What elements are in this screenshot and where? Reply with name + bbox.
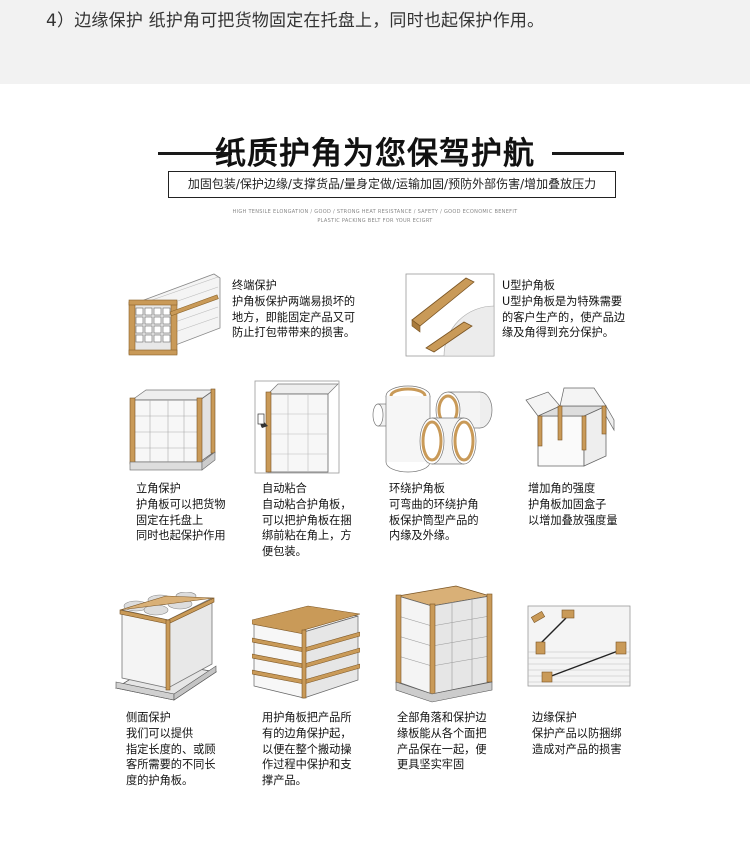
item-title: 环绕护角板 xyxy=(389,482,445,495)
item-title: U型护角板 xyxy=(502,279,555,292)
item-line: 缘板能从各个面把 xyxy=(397,726,487,740)
paper-rolls-icon xyxy=(372,385,493,473)
item-vertical-corner-text: 立角保护 护角板可以把货物 固定在托盘上 同时也起保护作用 xyxy=(136,481,226,544)
item-line: 更具坚实牢固 xyxy=(397,758,465,772)
item-title: 边缘保护 xyxy=(532,711,577,724)
item-line: 造成对产品的损害 xyxy=(532,742,622,756)
item-side-protection-text: 侧面保护 我们可以提供 指定长度的、或顾 客所需要的不同长 度的护角板。 xyxy=(126,710,216,789)
item-line: 作过程中保护和支 xyxy=(262,758,352,772)
tagline-english-2: PLASTIC PACKING BELT FOR YOUR ECIGRT xyxy=(317,218,433,224)
cylinder-pallet-icon xyxy=(114,592,218,701)
item-line: 我们可以提供 xyxy=(126,726,194,740)
adhesive-corner-icon xyxy=(254,380,340,474)
item-line: 全部角落和保护边 xyxy=(397,711,487,724)
item-line: 缘及角得到充分保护。 xyxy=(502,326,614,340)
item-title: 增加角的强度 xyxy=(528,482,596,495)
item-line: 护角板加固盒子 xyxy=(528,497,607,511)
infographic-title: 纸质护角为您保驾护航 xyxy=(215,136,535,172)
open-box-icon xyxy=(525,387,615,467)
item-line: 以增加叠放强度量 xyxy=(528,513,618,527)
title-rule-left xyxy=(158,152,232,155)
item-terminal-protection-text: 终端保护 护角板保护两端易损坏的 地方，即能固定产品又可 防止打包带带来的损害。 xyxy=(232,278,355,341)
wrapped-pallet-icon xyxy=(395,585,493,703)
infographic-subtitle: 加固包装/保护边缘/支撑货品/量身定做/运输加固/预防外部伤害/增加叠放压力 xyxy=(168,171,616,198)
item-line: 撑产品。 xyxy=(262,774,307,788)
item-line: 内缘及外缘。 xyxy=(389,529,457,543)
item-line: 防止打包带带来的损害。 xyxy=(232,326,356,340)
item-line: 便包装。 xyxy=(262,545,307,559)
item-self-adhesive-text: 自动粘合 自动粘合护角板， 可以把护角板在捆 绑前粘在角上，方 便包装。 xyxy=(262,481,352,560)
item-u-type-corner-text: U型护角板 U型护角板是为特殊需要 的客户生产的，使产品边 缘及角得到充分保护。 xyxy=(502,278,625,341)
item-line: 固定在托盘上 xyxy=(136,513,204,527)
item-line: 的客户生产的，使产品边 xyxy=(502,310,626,324)
item-box-strength-text: 增加角的强度 护角板加固盒子 以增加叠放强度量 xyxy=(528,481,618,528)
item-ring-corner-text: 环绕护角板 可弯曲的环绕护角 板保护筒型产品的 内缘及外缘。 xyxy=(389,481,479,544)
item-line: 地方，即能固定产品又可 xyxy=(232,310,356,324)
item-line: U型护角板是为特殊需要 xyxy=(502,294,623,308)
item-line: 同时也起保护作用 xyxy=(136,529,226,543)
item-line: 护角板保护两端易损坏的 xyxy=(232,294,356,308)
item-edge-support-text: 用护角板把产品所 有的边角保护起， 以便在整个搬动操 作过程中保护和支 撑产品。 xyxy=(262,710,352,789)
u-channel-icon xyxy=(405,273,495,357)
corner-guard-infographic xyxy=(0,84,750,866)
item-title: 终端保护 xyxy=(232,279,277,292)
item-line: 度的护角板。 xyxy=(126,774,194,788)
strapped-stack-icon xyxy=(527,605,631,687)
item-line: 指定长度的、或顾 xyxy=(126,742,216,756)
stacked-sheets-icon xyxy=(252,605,360,699)
item-line: 可以把护角板在捆 xyxy=(262,513,352,527)
item-line: 保护产品以防捆绑 xyxy=(532,726,622,740)
title-rule-right xyxy=(552,152,624,155)
item-line: 绑前粘在角上，方 xyxy=(262,529,352,543)
item-full-protection-text: 全部角落和保护边 缘板能从各个面把 产品保在一起，便 更具坚实牢固 xyxy=(397,710,487,773)
top-header-bar: 4）边缘保护 纸护角可把货物固定在托盘上，同时也起保护作用。 xyxy=(0,0,750,84)
item-title: 立角保护 xyxy=(136,482,181,495)
item-line: 可弯曲的环绕护角 xyxy=(389,497,479,511)
pallet-crate-icon xyxy=(129,388,216,471)
header-text: 4）边缘保护 纸护角可把货物固定在托盘上，同时也起保护作用。 xyxy=(46,11,545,31)
tagline-english-1: HIGH TENSILE ELONGATION / GOOD / STRONG … xyxy=(232,209,518,215)
item-title: 侧面保护 xyxy=(126,711,171,724)
item-line: 有的边角保护起， xyxy=(262,726,352,740)
item-line: 板保护筒型产品的 xyxy=(389,513,479,527)
item-line: 客所需要的不同长 xyxy=(126,758,216,772)
stacked-boards-icon xyxy=(128,273,221,356)
item-title: 自动粘合 xyxy=(262,482,307,495)
item-line: 以便在整个搬动操 xyxy=(262,742,352,756)
item-line: 护角板可以把货物 xyxy=(136,497,226,511)
item-line: 用护角板把产品所 xyxy=(262,711,352,724)
item-line: 自动粘合护角板， xyxy=(262,497,352,511)
item-edge-protection-text: 边缘保护 保护产品以防捆绑 造成对产品的损害 xyxy=(532,710,622,757)
item-line: 产品保在一起，便 xyxy=(397,742,487,756)
